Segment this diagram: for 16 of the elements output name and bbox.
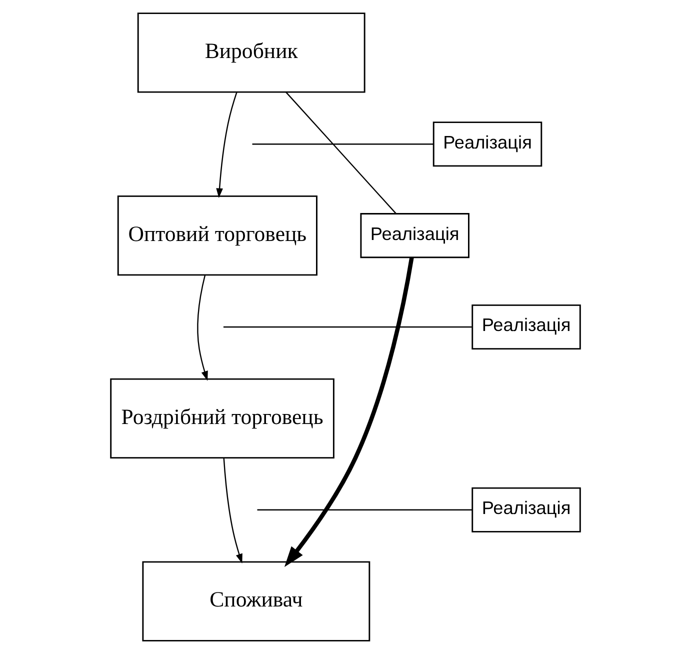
node-box: Споживач [142, 561, 370, 642]
connector [252, 144, 434, 145]
node-box: Реалізація [472, 487, 581, 532]
node-box: Реалізація [472, 304, 581, 350]
node-box: Роздрібний торговець [110, 378, 334, 459]
arrow [223, 458, 242, 564]
connector [223, 326, 472, 328]
node-box: Реалізація [360, 213, 470, 258]
arrow [216, 92, 238, 198]
arrow [284, 257, 414, 567]
node-box: Оптовий торговець [117, 195, 318, 276]
connector [286, 92, 396, 214]
node-box: Виробник [137, 12, 366, 93]
arrow [197, 275, 208, 381]
connector [257, 509, 472, 510]
node-box: Реалізація [432, 122, 542, 167]
